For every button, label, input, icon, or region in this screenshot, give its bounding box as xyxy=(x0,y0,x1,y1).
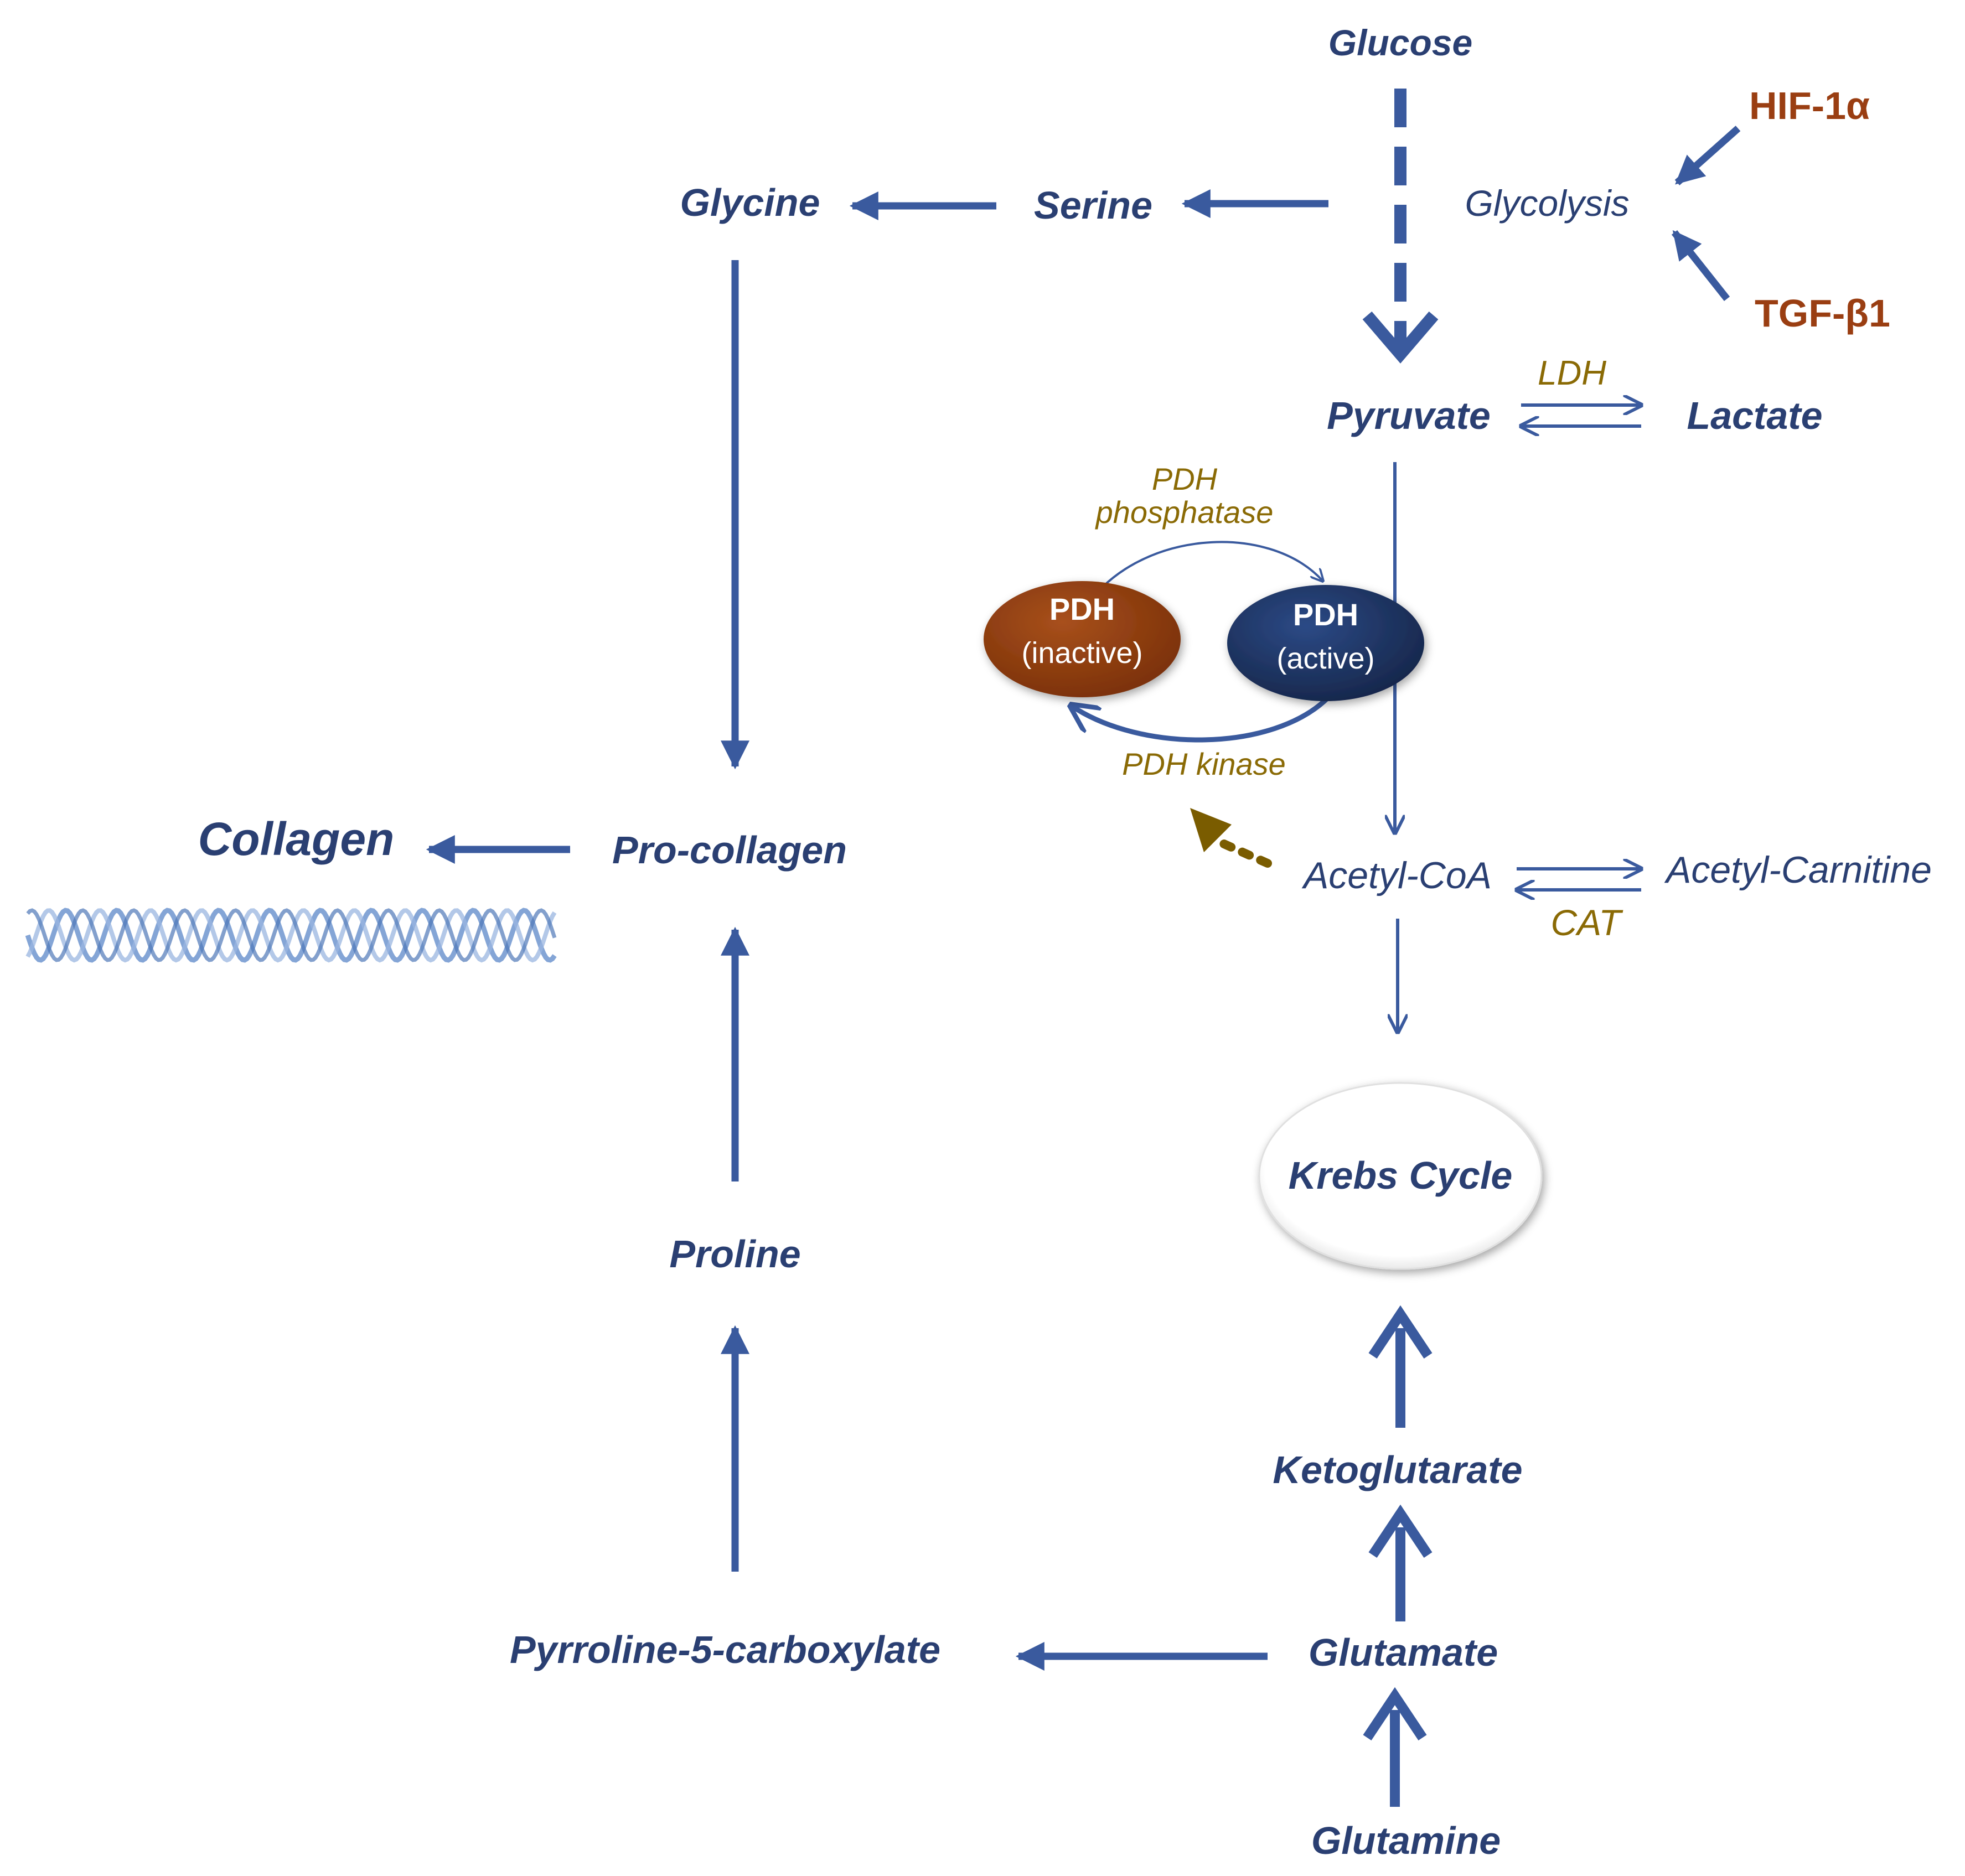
acetyl-coa-label: Acetyl-CoA xyxy=(1301,854,1492,896)
tgf-to-glycolysis-arrow xyxy=(1671,230,1730,302)
glucose-label: Glucose xyxy=(1328,22,1472,63)
ketoglutarate-label: Ketoglutarate xyxy=(1273,1448,1522,1491)
cat-label: CAT xyxy=(1550,902,1623,943)
hif-to-glycolysis-arrow xyxy=(1674,126,1741,185)
pdh-active-label-line1: PDH xyxy=(1293,597,1358,632)
glutamine-to-glutamate-arrowhead xyxy=(1363,1687,1427,1740)
collagen-helix-icon xyxy=(25,908,557,963)
proline-label: Proline xyxy=(669,1232,800,1276)
pdh-active-label-line2: (active) xyxy=(1276,642,1374,675)
acetyl-carnitine-label: Acetyl-Carnitine xyxy=(1664,849,1932,891)
pdh-inactive-ellipse xyxy=(984,581,1181,697)
glutamine-label: Glutamine xyxy=(1311,1819,1501,1862)
serine-label: Serine xyxy=(1034,184,1152,227)
collagen-helix-strand-2 xyxy=(25,908,557,963)
collagen-helix-strand-1 xyxy=(25,908,557,963)
ketoglutarate-to-krebs-arrowhead xyxy=(1368,1305,1433,1359)
glycine-label: Glycine xyxy=(680,181,820,224)
pdh-phosphatase-arc xyxy=(1084,541,1323,610)
glutamate-to-ketoglutarate-arrowhead xyxy=(1368,1504,1433,1558)
acetylcoa-inhibits-pdh-kinase-arrowhead xyxy=(1190,808,1232,852)
glucose-to-pyruvate-arrowhead xyxy=(1362,311,1439,364)
pdh-kinase-arc xyxy=(1071,695,1331,743)
ldh-label: LDH xyxy=(1538,354,1606,392)
collagen-helix-strand-3 xyxy=(26,908,557,962)
p5c-label: Pyrroline-5-carboxylate xyxy=(510,1628,940,1671)
hif-1a-label: HIF-1α xyxy=(1749,84,1870,127)
glutamate-label: Glutamate xyxy=(1309,1631,1498,1674)
pdh-phosphatase-label-line2: phosphatase xyxy=(1095,495,1274,530)
glycolysis-label: Glycolysis xyxy=(1465,183,1629,224)
acetylcoa-inhibits-pdh-kinase-arrow xyxy=(1213,837,1272,868)
pro-collagen-label: Pro-collagen xyxy=(612,828,847,872)
pdh-phosphatase-label-line1: PDH xyxy=(1152,462,1218,496)
pyruvate-label: Pyruvate xyxy=(1327,394,1491,437)
krebs-cycle-label: Krebs Cycle xyxy=(1289,1154,1513,1197)
collagen-label: Collagen xyxy=(198,813,395,865)
pdh-inactive-label-line1: PDH xyxy=(1049,592,1115,626)
pdh-kinase-label: PDH kinase xyxy=(1122,747,1286,781)
lactate-label: Lactate xyxy=(1687,394,1822,437)
pdh-active-ellipse xyxy=(1227,585,1424,701)
tgf-b1-label: TGF-β1 xyxy=(1755,292,1890,335)
krebs-cycle-ellipse xyxy=(1258,1082,1543,1270)
pdh-inactive-label-line2: (inactive) xyxy=(1021,636,1142,670)
